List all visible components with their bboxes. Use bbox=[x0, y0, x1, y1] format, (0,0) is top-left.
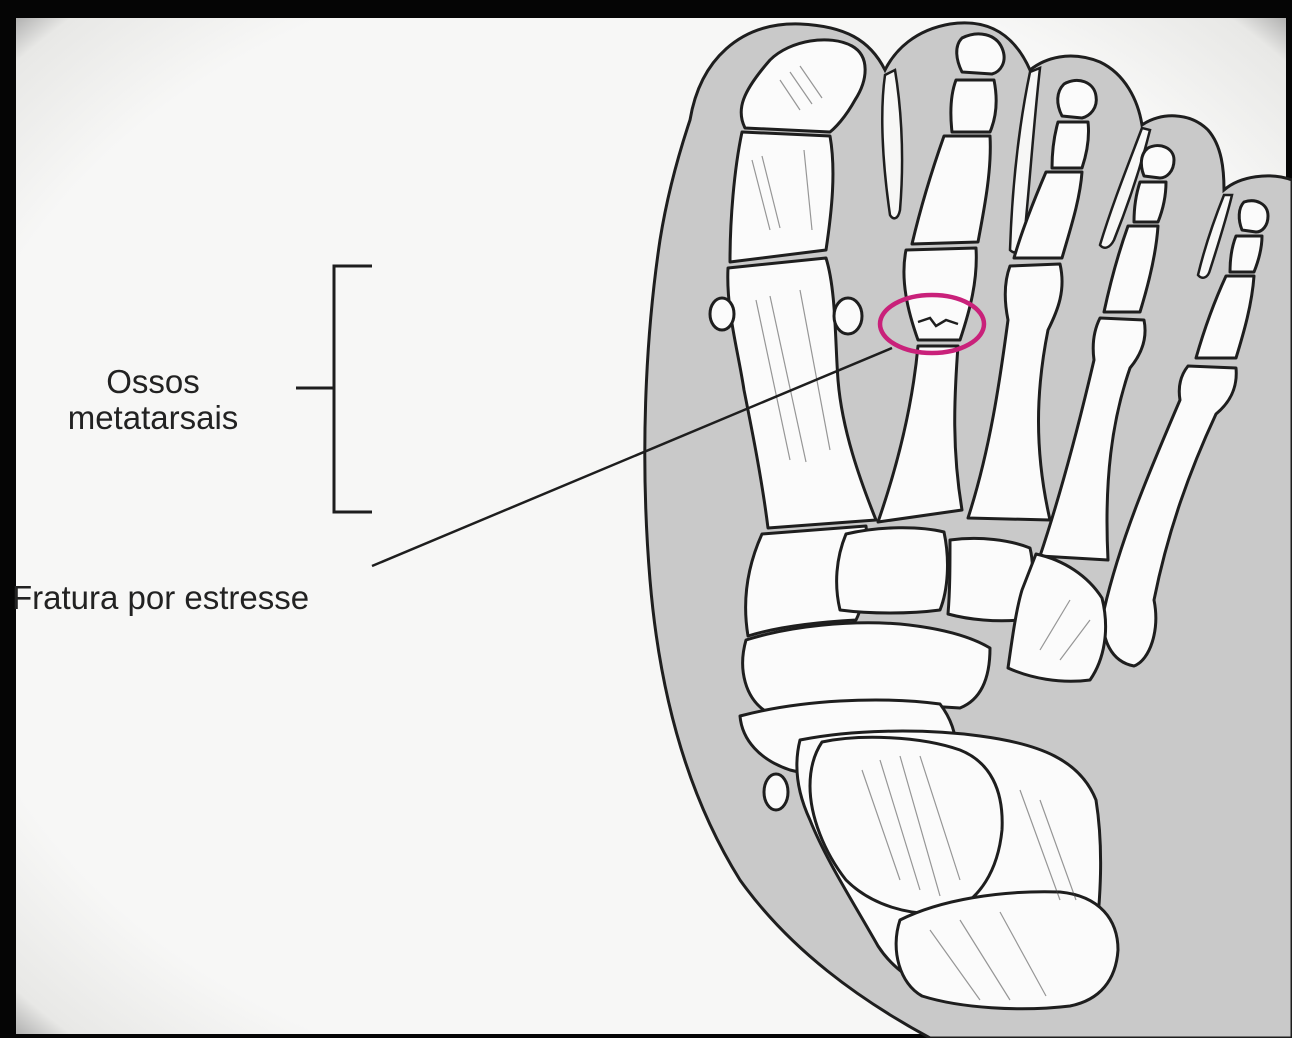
metatarsals-label: Ossos metatarsais bbox=[8, 364, 298, 436]
metatarsals-label-line1: Ossos bbox=[8, 364, 298, 400]
metatarsals-label-line2: metatarsais bbox=[8, 400, 298, 436]
stress-fracture-label: Fratura por estresse bbox=[12, 580, 309, 616]
